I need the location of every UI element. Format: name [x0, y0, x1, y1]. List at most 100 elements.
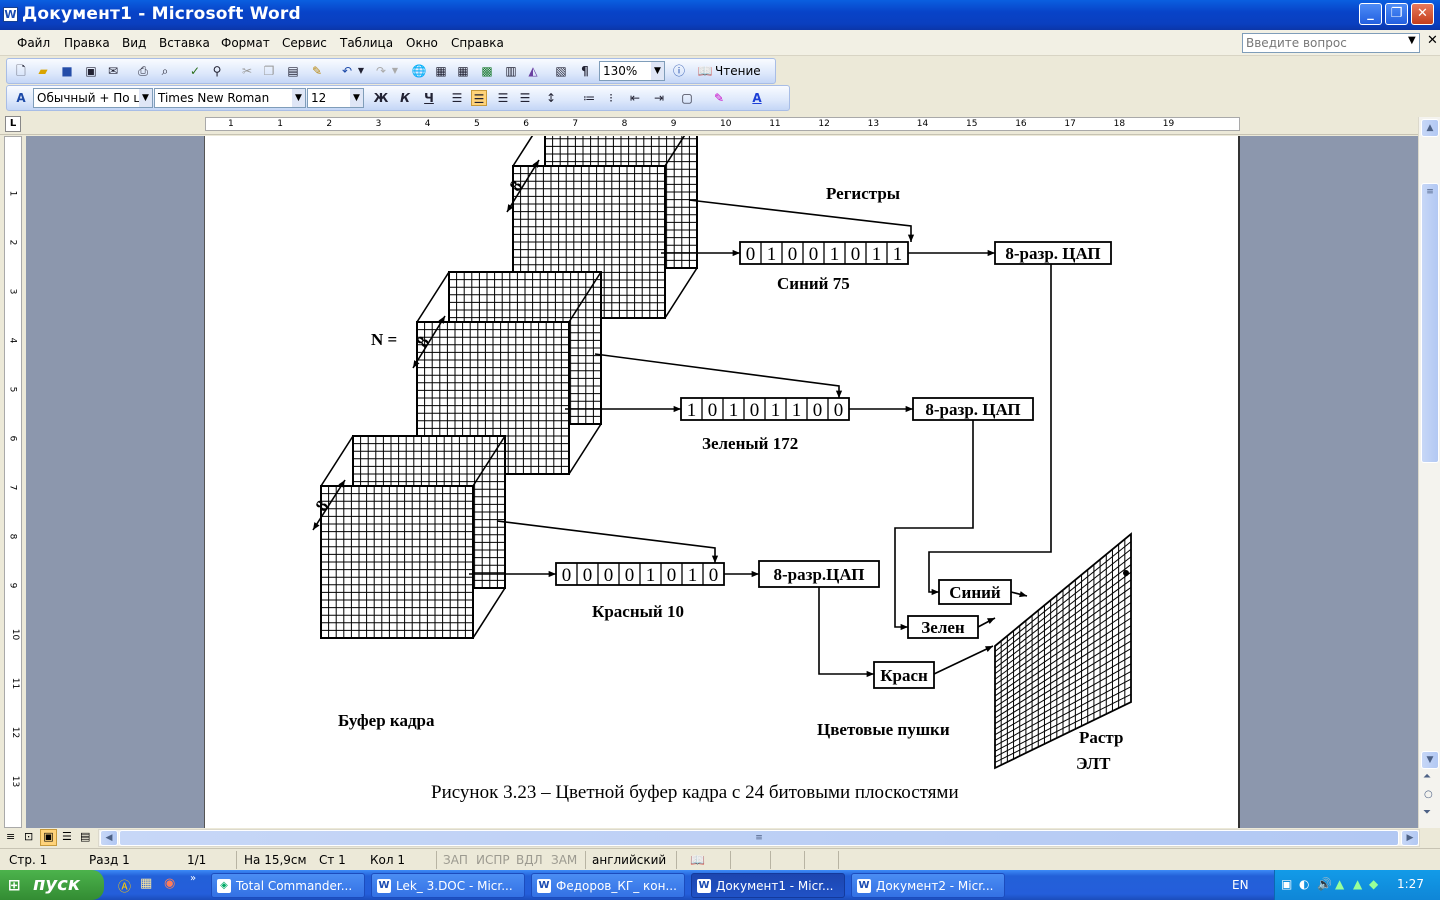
quicklaunch-more-icon[interactable]: »	[190, 873, 197, 884]
highlight-icon[interactable]: ✎	[713, 91, 725, 105]
prev-page-icon[interactable]: ⏶	[1423, 771, 1431, 782]
bullets-icon[interactable]: ⁝	[609, 91, 613, 105]
decrease-indent-icon[interactable]: ⇤	[629, 91, 641, 105]
justify-icon[interactable]: ☰	[519, 91, 531, 105]
cut-icon[interactable]: ✂	[241, 64, 253, 78]
read-icon[interactable]: 📖	[697, 64, 713, 78]
tray-safely-remove-icon[interactable]: ▲	[1335, 877, 1345, 891]
print-preview-icon[interactable]: ⌕	[161, 64, 169, 78]
scroll-right-button[interactable]: ▶	[1401, 830, 1419, 846]
font-size-combo[interactable]: 12▼	[307, 88, 364, 108]
scroll-up-button[interactable]: ▲	[1421, 119, 1439, 137]
increase-indent-icon[interactable]: ⇥	[653, 91, 665, 105]
status-track-changes[interactable]: ИСПР	[476, 853, 510, 867]
align-center-icon[interactable]: ☰	[471, 90, 487, 106]
tray-network-icon[interactable]: ◐	[1299, 877, 1310, 891]
read-button[interactable]: Чтение	[715, 64, 761, 78]
menu-tools[interactable]: Сервис	[282, 36, 327, 50]
research-icon[interactable]: ⚲	[212, 64, 222, 78]
print-layout-icon[interactable]: ▣	[40, 829, 57, 846]
scroll-left-button[interactable]: ◀	[100, 830, 118, 846]
save-icon[interactable]: ■	[61, 64, 73, 78]
status-extend[interactable]: ВДЛ	[516, 853, 543, 867]
normal-view-icon[interactable]: ≡	[6, 830, 16, 843]
font-combo[interactable]: Times New Roman▼	[154, 88, 306, 108]
status-record[interactable]: ЗАП	[443, 853, 468, 867]
clock[interactable]: 1:27	[1397, 877, 1424, 891]
borders-icon[interactable]: ▢	[681, 91, 693, 105]
menu-help[interactable]: Справка	[451, 36, 504, 50]
close-document-icon[interactable]: ✕	[1427, 33, 1438, 48]
new-document-icon[interactable]: 🗋	[16, 64, 26, 78]
document-map-icon[interactable]: ▧	[555, 64, 567, 78]
reading-view-icon[interactable]: ▤	[80, 830, 91, 843]
quicklaunch-browser-icon[interactable]: Ⓐ	[118, 880, 132, 895]
font-color-icon[interactable]: A	[752, 91, 762, 105]
horizontal-scrollbar[interactable]: ◀ ≡ ▶	[98, 829, 1420, 847]
maximize-button[interactable]: ❐	[1385, 3, 1408, 25]
redo-icon[interactable]: ↷	[375, 64, 387, 78]
vertical-scrollbar[interactable]: ▲ ≡ ▼ ⏶ ○ ⏷	[1418, 117, 1440, 828]
tray-app-icon[interactable]: ▣	[1281, 877, 1293, 891]
hyperlink-icon[interactable]: 🌐	[411, 64, 427, 78]
menu-table[interactable]: Таблица	[340, 36, 394, 50]
undo-dropdown-icon[interactable]: ▼	[357, 66, 365, 75]
spelling-status-icon[interactable]: 📖	[690, 853, 705, 867]
ask-question-input[interactable]: Введите вопрос	[1242, 33, 1420, 53]
menu-file[interactable]: Файл	[17, 36, 51, 50]
bold-button[interactable]: Ж	[373, 91, 389, 105]
insert-table-icon[interactable]: ▦	[457, 64, 469, 78]
status-overtype[interactable]: ЗАМ	[551, 853, 578, 867]
zoom-combo[interactable]: 130%▼	[599, 61, 665, 81]
menu-view[interactable]: Вид	[122, 36, 147, 50]
outline-view-icon[interactable]: ☰	[62, 830, 72, 843]
task-total-commander[interactable]: ◈Total Commander...	[211, 873, 365, 898]
tables-borders-icon[interactable]: ▦	[435, 64, 447, 78]
status-language[interactable]: английский	[592, 853, 667, 867]
styles-pane-icon[interactable]: A	[16, 91, 26, 105]
tray-update-icon[interactable]: ▲	[1353, 877, 1363, 891]
horizontal-scroll-thumb[interactable]: ≡	[119, 830, 1399, 846]
menu-insert[interactable]: Вставка	[159, 36, 210, 50]
permission-icon[interactable]: ▣	[85, 64, 97, 78]
quicklaunch-media-icon[interactable]: ◉	[164, 876, 176, 891]
web-view-icon[interactable]: ⊡	[24, 830, 34, 843]
volume-icon[interactable]: 🔊	[1317, 877, 1332, 891]
drawing-icon[interactable]: ◭	[528, 64, 538, 78]
menu-format[interactable]: Формат	[221, 36, 270, 50]
numbering-icon[interactable]: ≔	[583, 91, 595, 105]
align-left-icon[interactable]: ☰	[451, 91, 463, 105]
tab-selector[interactable]: L	[5, 116, 21, 132]
redo-dropdown-icon[interactable]: ▼	[391, 66, 399, 75]
insert-excel-icon[interactable]: ▩	[481, 64, 493, 78]
line-spacing-icon[interactable]: ↕	[545, 91, 557, 105]
undo-icon[interactable]: ↶	[341, 64, 353, 78]
tray-power-icon[interactable]: ◆	[1369, 877, 1379, 891]
scroll-down-button[interactable]: ▼	[1421, 751, 1439, 769]
open-folder-icon[interactable]: ▰	[38, 64, 48, 78]
paste-icon[interactable]: ▤	[287, 64, 299, 78]
scroll-thumb[interactable]: ≡	[1421, 183, 1439, 463]
quicklaunch-desktop-icon[interactable]: ▦	[140, 876, 153, 891]
help-icon[interactable]: ⓘ	[672, 64, 685, 78]
close-button[interactable]: ✕	[1411, 3, 1434, 25]
input-language[interactable]: EN	[1232, 878, 1249, 892]
columns-icon[interactable]: ▥	[505, 64, 517, 78]
email-icon[interactable]: ✉	[107, 64, 119, 78]
next-page-icon[interactable]: ⏷	[1423, 807, 1431, 818]
show-hide-icon[interactable]: ¶	[581, 64, 589, 78]
italic-button[interactable]: К	[400, 91, 410, 105]
spelling-icon[interactable]: ✓	[189, 64, 201, 78]
minimize-button[interactable]: _	[1359, 3, 1382, 25]
align-right-icon[interactable]: ☰	[497, 91, 509, 105]
format-painter-icon[interactable]: ✎	[311, 64, 323, 78]
style-combo[interactable]: Обычный + По це▼	[33, 88, 153, 108]
print-icon[interactable]: ⎙	[138, 64, 148, 78]
